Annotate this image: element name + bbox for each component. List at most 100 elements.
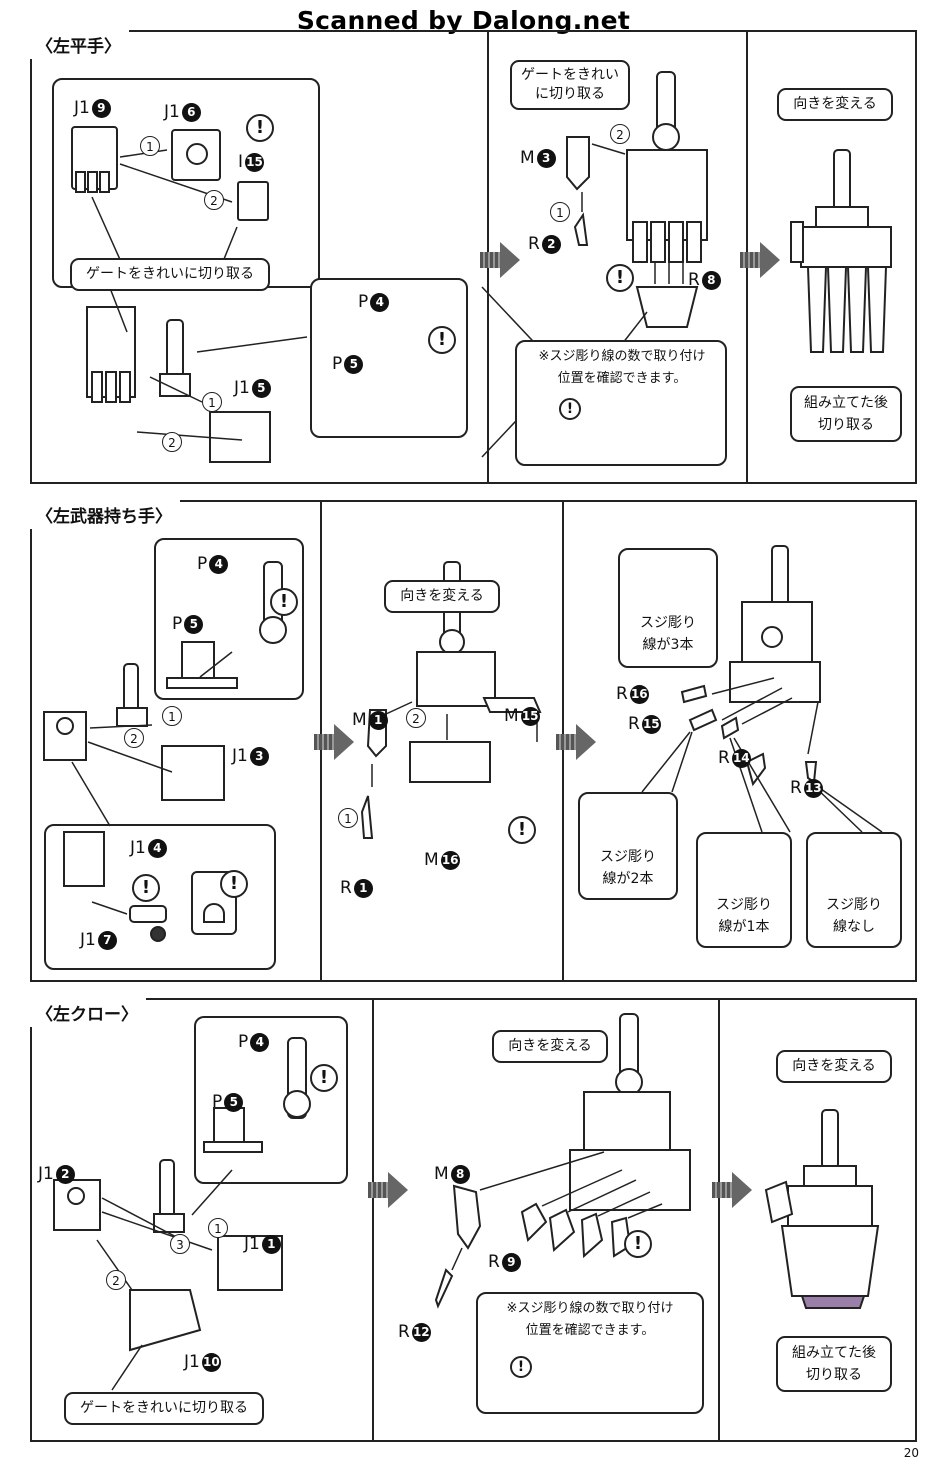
caution-icon: ! [246, 114, 274, 142]
callout-cut-after: 組み立てた後切り取る [776, 1336, 892, 1392]
caution-icon: ! [559, 398, 581, 420]
step-number: 1 [202, 392, 222, 412]
caution-icon: ! [508, 816, 536, 844]
callout-turn: 向きを変える [384, 580, 500, 613]
section-title: 〈左クロー〉 [30, 998, 146, 1027]
callout-line: ゲートをきれい [521, 67, 619, 83]
callout-line: 組み立てた後 [804, 395, 888, 411]
subassembly-box [310, 278, 468, 438]
callout-line: に切り取る [535, 86, 605, 102]
callout-turn: 向きを変える [776, 1050, 892, 1083]
note-line: 位置を確認できます。 [525, 1323, 655, 1338]
callout-engraving-3: スジ彫り線が3本 [630, 608, 706, 660]
finished-hand-illustration [641, 545, 883, 833]
step-number: 2 [106, 1270, 126, 1290]
callout-line: 切り取る [806, 1367, 862, 1383]
section-title: 〈左平手〉 [30, 30, 129, 59]
note-box [515, 340, 727, 466]
parts-illustration [43, 561, 542, 942]
finished-hand-illustration [790, 149, 892, 353]
callout-engraving-0: スジ彫り線なし [814, 890, 894, 942]
caution-icon: ! [220, 870, 248, 898]
callout-line: 線が2本 [602, 871, 654, 887]
caution-icon: ! [270, 588, 298, 616]
callout-line: スジ彫り [640, 615, 696, 631]
callout-line: スジ彫り [826, 897, 882, 913]
step-number: 2 [406, 708, 426, 728]
step-number: 1 [162, 706, 182, 726]
note-text: ※スジ彫り線の数で取り付け位置を確認できます。 [522, 346, 722, 390]
step-number: 1 [338, 808, 358, 828]
step-number: 1 [550, 202, 570, 222]
callout-gate-cut: ゲートをきれいに切り取る [70, 258, 270, 291]
callout-gate-cut: ゲートをきれいに切り取る [64, 1392, 264, 1425]
callout-line: スジ彫り [600, 849, 656, 865]
finished-claw-illustration [764, 1109, 880, 1309]
step-number: 1 [208, 1218, 228, 1238]
page-number: 20 [903, 1446, 919, 1460]
step-number: 2 [162, 432, 182, 452]
callout-line: 組み立てた後 [792, 1345, 876, 1361]
callout-line: 線なし [833, 919, 875, 935]
callout-turn: 向きを変える [492, 1030, 608, 1063]
callout-gate-cut: ゲートをきれいに切り取る [510, 60, 630, 110]
note-box [476, 1292, 704, 1414]
step-number: 2 [610, 124, 630, 144]
callout-turn: 向きを変える [777, 88, 893, 121]
caution-icon: ! [132, 874, 160, 902]
callout-engraving-1: スジ彫り線が1本 [704, 890, 784, 942]
section-left-claw: 〈左クロー〉 [30, 998, 917, 1442]
caution-icon: ! [606, 264, 634, 292]
callout-line: スジ彫り [716, 897, 772, 913]
assembly-illustration [434, 1013, 691, 1309]
caution-icon: ! [624, 1230, 652, 1258]
callout-line: 線が1本 [718, 919, 770, 935]
step-number: 1 [140, 136, 160, 156]
note-line: 位置を確認できます。 [557, 371, 687, 386]
section-left-weapon-hand: 〈左武器持ち手〉 [30, 500, 917, 982]
step-number: 2 [204, 190, 224, 210]
section-title: 〈左武器持ち手〉 [30, 500, 180, 529]
caution-icon: ! [310, 1064, 338, 1092]
callout-engraving-2: スジ彫り線が2本 [588, 842, 668, 894]
callout-line: 線が3本 [642, 637, 694, 653]
subassembly-box [194, 1016, 348, 1184]
step-number: 3 [170, 1234, 190, 1254]
callout-line: 切り取る [818, 417, 874, 433]
caution-icon: ! [428, 326, 456, 354]
note-line: ※スジ彫り線の数で取り付け [538, 349, 706, 364]
panel-divider [718, 1000, 720, 1440]
caution-icon: ! [510, 1356, 532, 1378]
panel-divider [372, 1000, 374, 1440]
